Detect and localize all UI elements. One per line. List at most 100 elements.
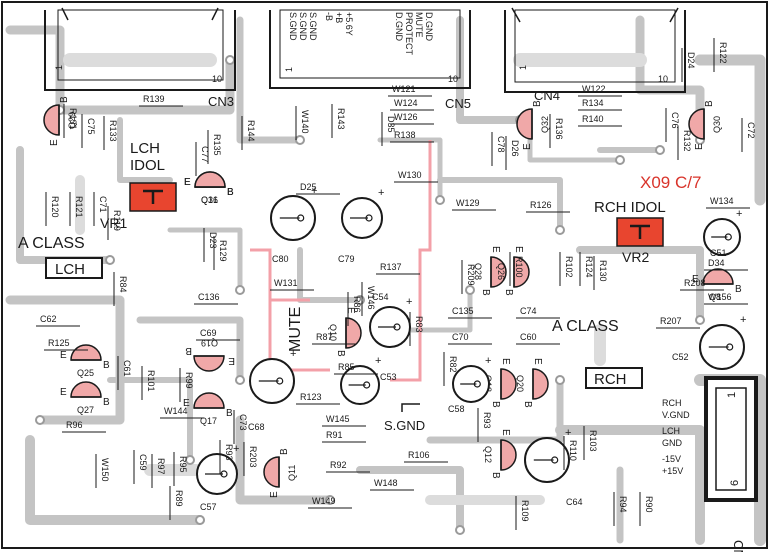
component-part: R93 bbox=[477, 408, 492, 442]
part-label: C72 bbox=[746, 122, 756, 139]
component-part: C75 bbox=[81, 114, 96, 148]
transistor-emitter-label: E bbox=[345, 307, 356, 314]
component-part: W156 bbox=[704, 292, 748, 305]
transistor-label: Q29 bbox=[67, 112, 77, 129]
cn9-label: CN9 bbox=[731, 540, 746, 552]
component-part: R144 bbox=[241, 116, 256, 150]
transistor-base-label: B bbox=[226, 408, 233, 419]
part-label: R208 bbox=[684, 278, 706, 288]
transistor-emitter-label: E bbox=[60, 350, 67, 361]
part-label: R85 bbox=[338, 362, 355, 372]
capacitor-label: C64 bbox=[566, 497, 583, 507]
cn5-pin-label: D.GND bbox=[394, 12, 404, 42]
component-part: R123 bbox=[296, 392, 340, 405]
component-part: W145 bbox=[322, 414, 366, 427]
part-label: R86 bbox=[352, 296, 362, 313]
part-label: W122 bbox=[582, 84, 606, 94]
capacitor-label: C57 bbox=[200, 502, 217, 512]
capacitor-plus: + bbox=[406, 296, 412, 308]
component-part: C61 bbox=[117, 356, 132, 390]
transistor-emitter-label: E bbox=[183, 398, 190, 409]
part-label: R93 bbox=[482, 412, 492, 429]
transistor-label: Q30 bbox=[712, 116, 722, 133]
component-part: R93 bbox=[219, 440, 234, 474]
component-part: W150 bbox=[95, 454, 110, 488]
component-part: R97 bbox=[151, 454, 166, 488]
transistor-base-label: B bbox=[490, 472, 501, 479]
transistor-label: Q19 bbox=[201, 338, 218, 348]
component-part: C74 bbox=[516, 306, 560, 319]
lch-idol-heading-line1: LCH bbox=[130, 140, 160, 157]
part-label: R136 bbox=[554, 118, 564, 140]
component-part: R137 bbox=[376, 262, 420, 275]
part-label: R125 bbox=[48, 338, 70, 348]
capacitor-electrolytic: +C80 bbox=[270, 185, 317, 264]
component-part: R209 bbox=[461, 260, 476, 294]
cn5-pin-first: 1 bbox=[284, 67, 294, 72]
part-label: R134 bbox=[582, 98, 604, 108]
part-label: R132 bbox=[682, 130, 692, 152]
part-label: R94 bbox=[618, 496, 628, 513]
part-label: W148 bbox=[374, 478, 398, 488]
cn5-label: CN5 bbox=[445, 96, 471, 111]
transistor-emitter-label: E bbox=[500, 358, 511, 365]
part-label: R138 bbox=[394, 130, 416, 140]
component-part: C77 bbox=[195, 142, 210, 176]
component-part: R138 bbox=[390, 130, 434, 143]
component-part: R132 bbox=[677, 126, 692, 160]
component-part: R140 bbox=[578, 114, 622, 127]
component-part: R99 bbox=[179, 368, 194, 402]
mute-line bbox=[250, 140, 432, 382]
part-label: R100 bbox=[514, 256, 524, 278]
transistor-base-label: B bbox=[532, 100, 543, 107]
transistor-base-label: B bbox=[490, 401, 501, 408]
component-part: R129 bbox=[213, 236, 228, 270]
sgnd-label: S.GND bbox=[384, 418, 425, 433]
component-part: R101 bbox=[141, 366, 156, 400]
part-label: W121 bbox=[392, 84, 416, 94]
transistor: E B Q30 bbox=[688, 100, 722, 150]
component-part: D25 bbox=[296, 182, 340, 195]
component-part: C76 bbox=[665, 108, 680, 142]
transistor-base-label: B bbox=[735, 284, 742, 295]
transistor-label: Q20 bbox=[515, 375, 525, 392]
component-part: R87 bbox=[312, 332, 356, 345]
transistor-base-label: B bbox=[59, 96, 70, 103]
part-label: C135 bbox=[452, 306, 474, 316]
part-label: W140 bbox=[300, 110, 310, 134]
part-label: R139 bbox=[143, 94, 165, 104]
part-label: D26 bbox=[510, 140, 520, 157]
capacitor-plus: + bbox=[736, 208, 742, 220]
capacitor-electrolytic: +C79 bbox=[338, 187, 384, 264]
transistor-label: Q11 bbox=[287, 465, 297, 481]
component-part: R106 bbox=[404, 450, 448, 463]
part-label: R129 bbox=[218, 240, 228, 262]
capacitor-label: C51 bbox=[710, 248, 727, 258]
component-part: W149 bbox=[308, 496, 352, 509]
trimmer-label: VR2 bbox=[622, 249, 649, 265]
transistor-base-label: B bbox=[103, 360, 110, 371]
part-label: R91 bbox=[326, 430, 343, 440]
capacitor-electrolytic: +C68 bbox=[248, 348, 296, 432]
lch-box-label: LCH bbox=[55, 261, 85, 278]
part-label: W126 bbox=[394, 112, 418, 122]
capacitor-plus: + bbox=[378, 187, 384, 199]
component-part: C78 bbox=[491, 132, 506, 166]
transistor-emitter-label: E bbox=[694, 143, 705, 150]
component-part: R119 bbox=[107, 206, 122, 240]
cn5-pin-label: D.GND bbox=[424, 12, 434, 42]
component-part: R134 bbox=[578, 98, 622, 111]
part-label: R102 bbox=[564, 256, 574, 278]
component-part: R121 bbox=[69, 192, 84, 226]
component-part: D23 bbox=[203, 228, 218, 262]
part-label: W134 bbox=[710, 196, 734, 206]
component-part: R125 bbox=[44, 338, 88, 351]
capacitor-plus: + bbox=[290, 348, 296, 360]
part-label: R109 bbox=[520, 500, 530, 522]
capacitor-label: C58 bbox=[448, 404, 465, 414]
transistor-base-label: B bbox=[704, 100, 715, 107]
